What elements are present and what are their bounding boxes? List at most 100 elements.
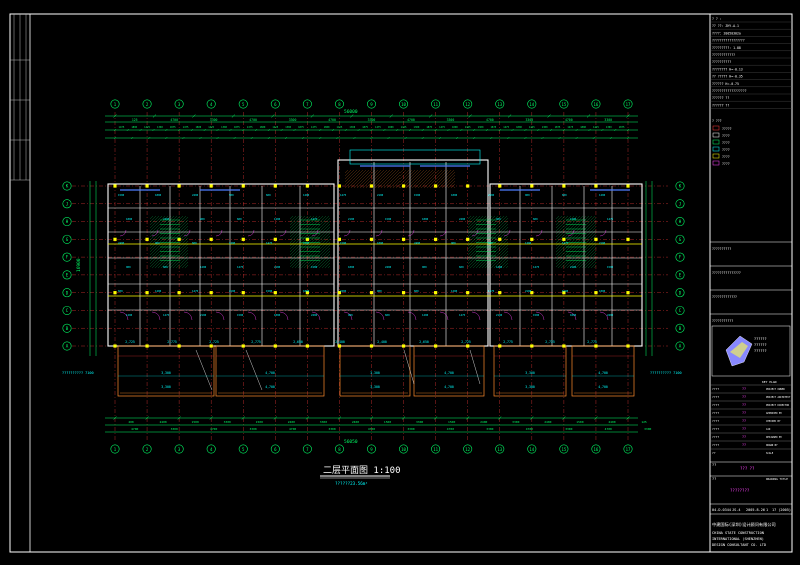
room-annotation: 1500 (311, 265, 318, 269)
balcony (215, 345, 325, 397)
dim-text-fine: 1300 (414, 126, 420, 129)
axis-number-bottom: 17 (626, 447, 631, 452)
dim-text-fine: 1800 (452, 126, 458, 129)
axis-letter-left: C (66, 308, 69, 313)
hatch-stroke (350, 169, 370, 189)
hatch-stroke (344, 169, 364, 189)
hatch-stroke (467, 215, 484, 232)
axis-bubble-top (623, 99, 633, 109)
drawing-title-label: DRAWING TITLE (766, 477, 788, 481)
hatch-stroke (587, 259, 597, 269)
hatch-stroke (149, 215, 166, 232)
dim-text-fine: 1875 (619, 126, 625, 129)
hatch-stroke (149, 215, 154, 220)
dim-tick (549, 128, 553, 132)
title-block-note-text: ?? ??: ZHY-A-1 (712, 24, 739, 28)
hatch-stroke (149, 215, 157, 223)
dim-tick (586, 114, 591, 118)
hatch-stroke (467, 215, 502, 250)
room-annotation: 1800 (422, 217, 429, 221)
axis-number-top: 7 (306, 102, 309, 107)
room-annotation: 900 (126, 265, 131, 269)
dim-tick (301, 136, 305, 140)
footer-total: 17 (2005) (772, 508, 791, 512)
title-block-note-text: ?????? ?? (712, 96, 729, 100)
column (498, 291, 502, 295)
axis-bubble-bottom (334, 444, 344, 454)
hatch-stroke (169, 249, 189, 269)
column (530, 344, 534, 348)
hatch-stroke (178, 258, 189, 269)
hatch-stroke (149, 219, 189, 259)
room-dimension: 2,400 (335, 340, 345, 344)
key-plan-label-1: ?????? (754, 337, 767, 341)
axis-letter-right: G (679, 237, 682, 242)
door-swing (215, 311, 225, 321)
door-swing (247, 311, 257, 321)
hatch-stroke (408, 169, 428, 189)
room-dimension: 2,725 (461, 340, 471, 344)
hatch-stroke (584, 256, 597, 269)
dim-tick (130, 136, 134, 140)
column (145, 291, 149, 295)
room-annotation: 2400 (385, 265, 392, 269)
room-dimension: 2,725 (545, 340, 555, 344)
hatch-stroke (344, 169, 361, 186)
dim-tick (594, 416, 598, 420)
dim-tick (387, 136, 390, 140)
door-swing (439, 311, 449, 321)
dim-tick (447, 128, 450, 132)
axis-bubble-top (206, 99, 216, 109)
signature-role-en: PROJECT DIRECTOR (766, 404, 790, 407)
axis-bubble-left (62, 305, 72, 315)
dim-tick (357, 128, 360, 132)
dim-tick (562, 128, 566, 132)
door-swing (503, 229, 511, 237)
axis-number-top: 13 (497, 102, 502, 107)
hatch-stroke (555, 215, 587, 247)
hatch-stroke (149, 215, 178, 244)
balcony (571, 345, 635, 397)
dim-tick (421, 128, 424, 132)
dim-tick (433, 416, 438, 420)
column (273, 184, 277, 188)
company-name-cn: 中建国际(深圳)设计顾问有限公司 (712, 521, 776, 528)
room-annotation: 1500 (237, 313, 244, 317)
dim-text-bottom: 3300 (224, 420, 231, 424)
axis-letter-right: D (679, 290, 682, 295)
door-swing (311, 311, 321, 321)
room-annotation: 1800 (155, 193, 162, 197)
dim-tick (408, 128, 412, 132)
balcony-dim-text: 4,700 (265, 371, 275, 375)
hatch-stroke (389, 177, 401, 189)
column (337, 344, 342, 348)
column (273, 344, 277, 348)
hatch-stroke (289, 215, 330, 256)
hatch-stroke (306, 244, 331, 269)
axis-letter-right: E (679, 272, 682, 277)
dim-text-top: 4700 (249, 118, 257, 122)
hatch-stroke (555, 215, 593, 253)
legend-item: ???? (722, 141, 730, 145)
room-annotation: 2400 (488, 193, 495, 197)
hatch-stroke (289, 215, 294, 220)
dim-tick (396, 128, 399, 132)
dim-tick (389, 114, 393, 118)
axis-bubble-left (62, 234, 72, 244)
room-dimension: 2,725 (125, 340, 135, 344)
door-swing (215, 229, 223, 237)
column (594, 184, 598, 188)
dim-tick (537, 128, 540, 132)
room-annotation: 1800 (274, 313, 281, 317)
room-annotation: 1800 (570, 313, 577, 317)
hatch-region (289, 215, 331, 269)
column (401, 237, 406, 241)
axis-number-top: 6 (274, 102, 277, 107)
hatch-stroke (555, 215, 596, 256)
signature-name: ?? (742, 395, 746, 399)
axis-bubble-left (62, 181, 72, 191)
axis-number-bottom: 3 (178, 447, 181, 452)
dim-tick (575, 136, 578, 140)
balcony-dim-text: 3,300 (161, 385, 171, 389)
dim-text-bottom2: 4700 (210, 427, 217, 431)
